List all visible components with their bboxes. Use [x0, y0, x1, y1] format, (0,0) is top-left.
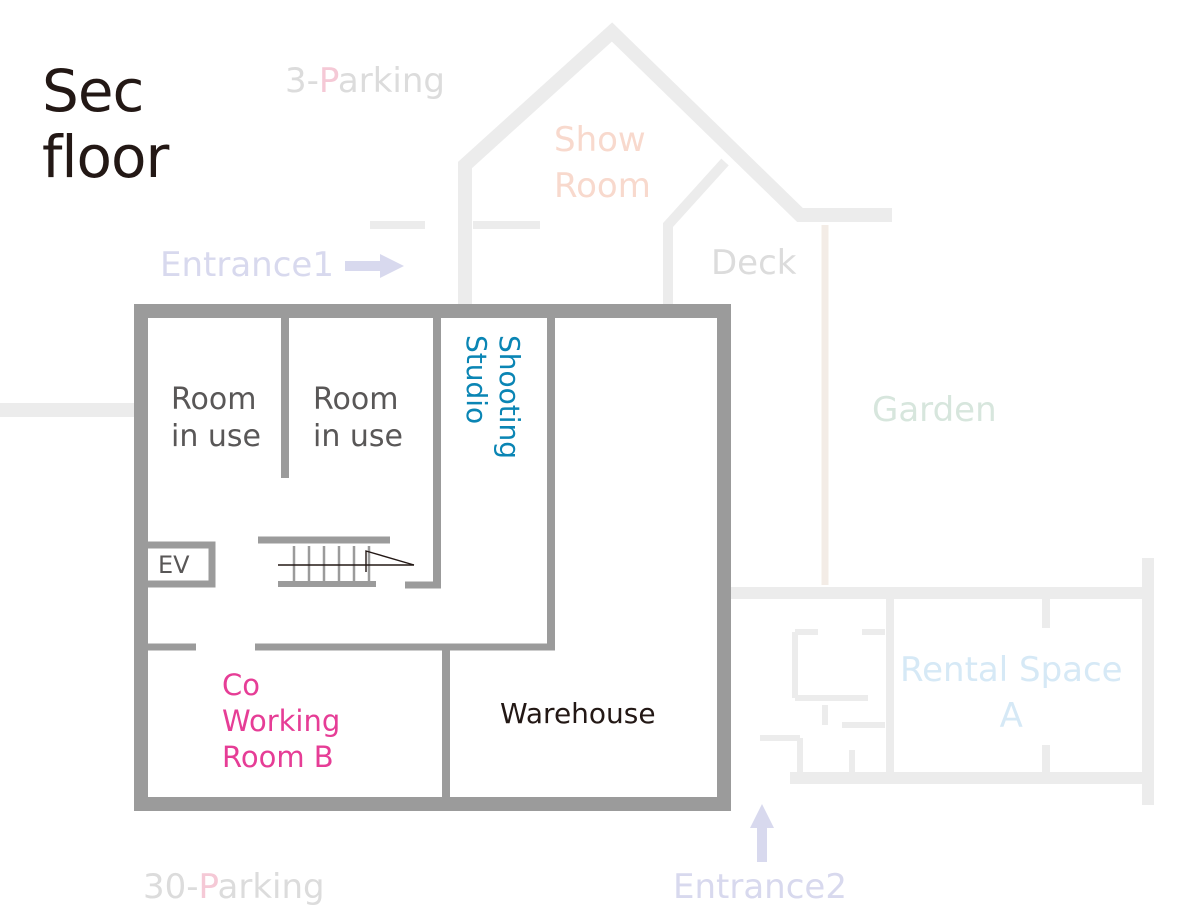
entrance1-label: Entrance1	[160, 245, 334, 285]
entrance2-arrow	[750, 804, 774, 862]
floor-title-line2: floor	[42, 123, 169, 191]
rental-space-label: Rental Space A	[900, 650, 1123, 736]
main-floor-walls	[134, 304, 731, 811]
surrounding-walls	[0, 22, 892, 417]
shooting-studio-label: Shooting Studio	[456, 335, 526, 485]
parking-top-accent: P	[318, 61, 338, 101]
floor-title-line1: Sec	[42, 57, 144, 125]
room-in-use-1-line1: Room	[171, 382, 257, 417]
rental-space-line1: Rental Space	[900, 650, 1123, 690]
parking-bottom-accent: P	[198, 867, 218, 907]
parking-top-number: 3-	[285, 61, 319, 101]
shooting-studio-line2: Studio	[459, 335, 493, 425]
show-room-line1: Show	[554, 120, 646, 160]
stairs-direction-arrow	[278, 550, 415, 572]
entrance1-arrow	[345, 254, 404, 278]
coworking-line1: Co	[222, 668, 260, 702]
parking-bottom-number: 30-	[143, 867, 199, 907]
coworking-line2: Working	[222, 704, 341, 739]
room-in-use-1-label: Room in use	[171, 382, 261, 455]
floor-title: Sec floor	[42, 57, 169, 191]
parking-top-rest: arking	[337, 61, 445, 101]
coworking-room-b-label: Co Working Room B	[222, 668, 340, 775]
entrance2-label: Entrance2	[673, 867, 847, 907]
parking-bottom-rest: arking	[217, 867, 325, 907]
parking-bottom-label: 30-Parking	[143, 870, 325, 904]
deck-label: Deck	[711, 243, 797, 283]
room-in-use-2-line2: in use	[313, 419, 403, 455]
ev-label: EV	[158, 551, 190, 579]
room-in-use-1-line2: in use	[171, 419, 261, 455]
warehouse-label: Warehouse	[500, 697, 656, 730]
rental-space-line2: A	[999, 696, 1023, 737]
stairs	[292, 546, 371, 582]
room-in-use-2-label: Room in use	[313, 382, 403, 455]
coworking-line3: Room B	[222, 740, 334, 775]
garden-label: Garden	[872, 390, 997, 430]
parking-top-label: 3-Parking	[285, 64, 445, 98]
shooting-studio-line1: Shooting	[493, 335, 526, 460]
rental-space-walls	[730, 558, 1154, 805]
show-room-label: Show Room	[554, 120, 651, 206]
room-in-use-2-line1: Room	[313, 382, 399, 417]
show-room-line2: Room	[554, 166, 651, 207]
